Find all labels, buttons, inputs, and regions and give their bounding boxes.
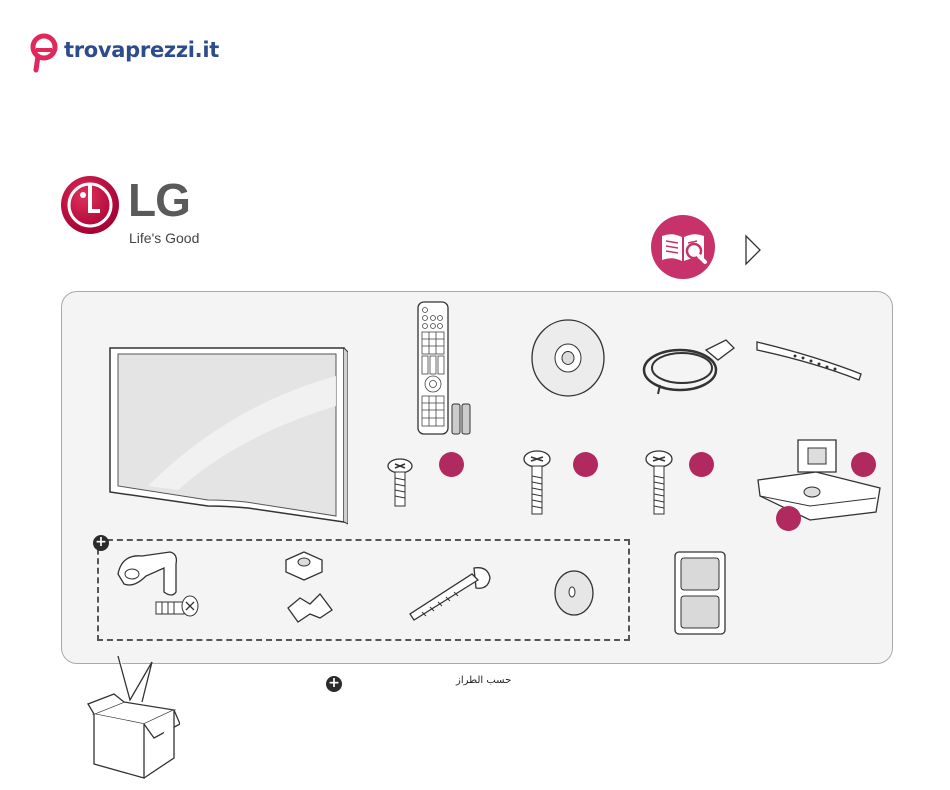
badge-dot xyxy=(689,452,714,477)
cable-holder-illustration xyxy=(755,336,865,386)
badge-dot xyxy=(851,452,876,477)
badge-dot xyxy=(573,452,598,477)
trovaprezzi-pin-icon xyxy=(30,32,60,74)
trovaprezzi-logo[interactable]: trovaprezzi.it xyxy=(30,32,220,74)
screw-medium-illustration xyxy=(644,450,674,516)
box-icon xyxy=(84,654,180,782)
washer-illustration xyxy=(552,568,596,618)
feet-pads-illustration xyxy=(673,550,727,636)
cd-rom-illustration xyxy=(528,318,608,398)
cable-clip-illustration xyxy=(112,548,208,620)
model-note: حسب الطراز xyxy=(456,675,511,686)
badge-dot xyxy=(776,506,801,531)
lg-emblem-icon xyxy=(60,175,120,235)
power-cord-illustration xyxy=(640,330,740,400)
plus-icon: + xyxy=(326,676,342,692)
next-arrow-icon[interactable] xyxy=(742,234,764,266)
nut-illustration xyxy=(280,548,340,628)
brand-name: LG xyxy=(128,177,190,223)
plus-icon: + xyxy=(93,535,109,551)
site-logo-text: trovaprezzi.it xyxy=(64,38,219,62)
brand-slogan: Life's Good xyxy=(129,230,199,246)
tv-illustration xyxy=(108,346,348,526)
stand-illustration xyxy=(756,436,882,524)
remote-control-illustration xyxy=(414,300,480,438)
long-bolt-illustration xyxy=(408,562,492,626)
badge-dot xyxy=(439,452,464,477)
lg-logo: LG Life's Good xyxy=(60,175,220,250)
manual-icon[interactable] xyxy=(650,214,716,280)
screw-long-illustration xyxy=(522,450,552,516)
screw-short-illustration xyxy=(386,458,414,510)
